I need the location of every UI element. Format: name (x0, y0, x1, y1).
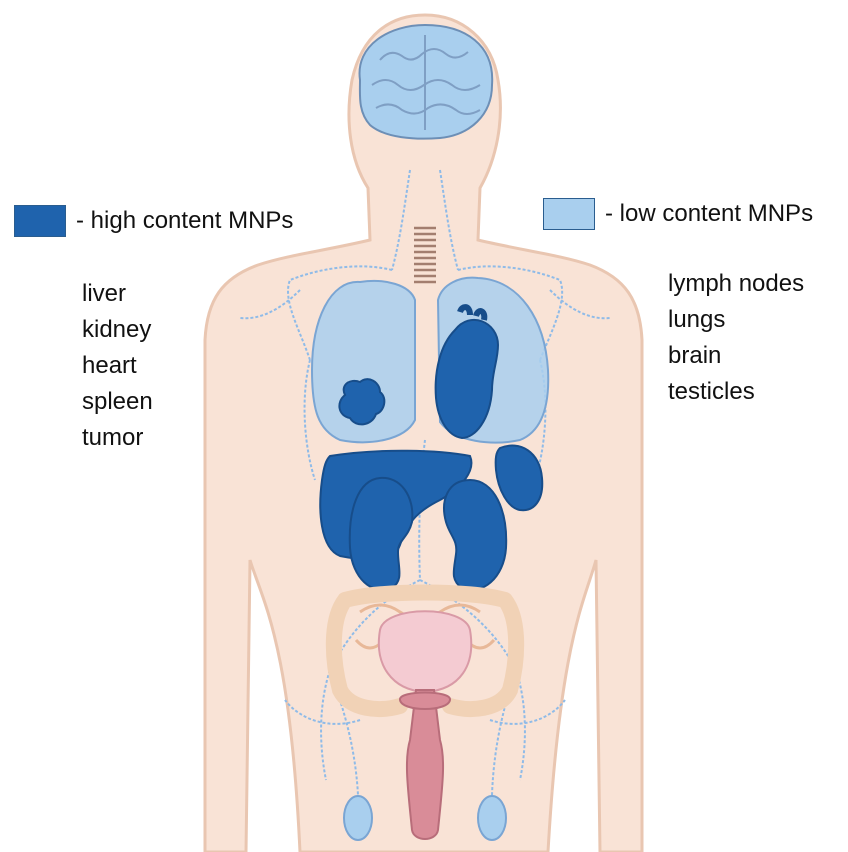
organ-name: lungs (668, 302, 804, 338)
organ-name: tumor (82, 420, 153, 456)
organ-name: liver (82, 276, 153, 312)
organ-name: lymph nodes (668, 266, 804, 302)
bladder (379, 611, 471, 692)
brain (360, 25, 493, 139)
organ-name: testicles (668, 374, 804, 410)
legend-low-label: - low content MNPs (605, 200, 813, 228)
legend-high-label: - high content MNPs (76, 207, 293, 235)
legend-high: - high content MNPs (14, 205, 293, 237)
organ-name: spleen (82, 384, 153, 420)
high-content-organ-list: liver kidney heart spleen tumor (82, 276, 153, 456)
legend-low-swatch (543, 198, 595, 230)
left-testicle (344, 796, 372, 840)
reproductive-organ (407, 690, 443, 839)
legend-high-swatch (14, 205, 66, 237)
low-content-organ-list: lymph nodes lungs brain testicles (668, 266, 804, 410)
organ-name: kidney (82, 312, 153, 348)
legend-low: - low content MNPs (543, 198, 813, 230)
organ-name: brain (668, 338, 804, 374)
right-kidney (444, 480, 506, 590)
organ-name: heart (82, 348, 153, 384)
right-testicle (478, 796, 506, 840)
reproductive-organ-ring (400, 693, 450, 710)
